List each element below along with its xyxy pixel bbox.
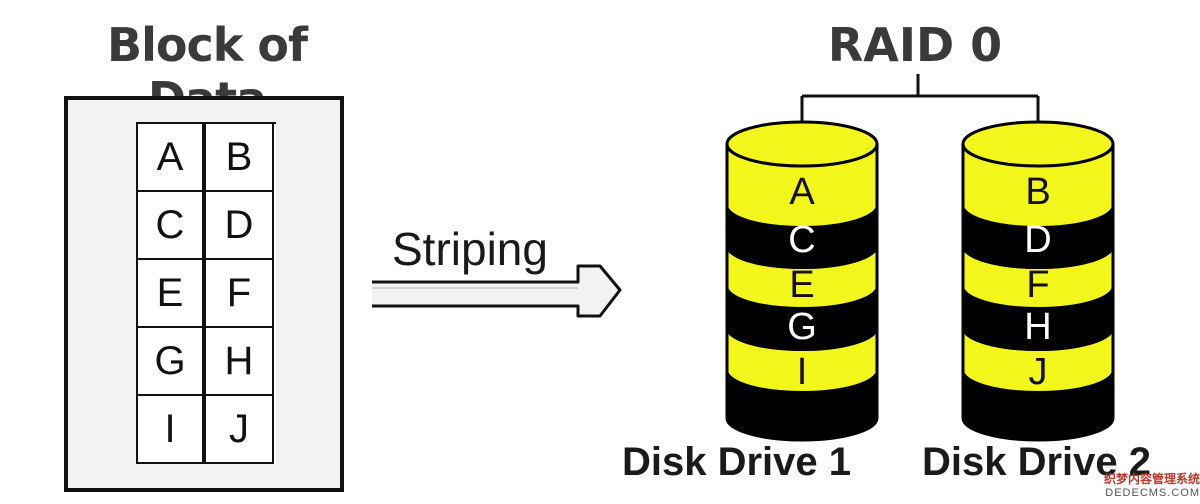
data-cell: D [206,192,274,260]
data-cell: J [206,396,274,464]
data-cell: G [138,328,206,396]
striping-label: Striping [392,223,548,275]
data-cell: C [138,192,206,260]
data-cell: H [206,328,274,396]
disk-block-label: F [1026,264,1049,306]
disk-block-label: C [788,219,815,261]
data-cell: I [138,396,206,464]
disk-block-label: H [1024,306,1051,348]
disk-outline [725,144,879,442]
disk-block-label: G [787,306,817,348]
disk-block-label: I [797,351,808,393]
disk-top-cap [725,120,879,168]
watermark-line2: DEDECMS.COM [1105,487,1200,499]
disk-block-label: J [1029,351,1048,393]
raid-0-title: RAID 0 [827,18,1003,72]
watermark: 织梦内容管理系统 DEDECMS.COM [1086,470,1200,504]
disk-block-label: D [1024,219,1051,261]
disk-block-label: B [1025,171,1050,213]
disk-top-cap [961,120,1115,168]
disk-outline [961,144,1115,442]
data-cell: F [206,260,274,328]
data-cell: A [138,124,206,192]
watermark-line1: 织梦内容管理系统 [1103,472,1200,486]
disk-block-label: E [789,264,814,306]
data-cell: B [206,124,274,192]
striping-arrow [372,264,622,318]
data-cell: E [138,260,206,328]
disk-block-label: A [789,171,815,213]
disk-drive-1-label: Disk Drive 1 [622,440,852,484]
disk-drive-2-label: Disk Drive 2 [922,440,1152,484]
data-block-grid: A B C D E F G H I J [136,122,276,464]
